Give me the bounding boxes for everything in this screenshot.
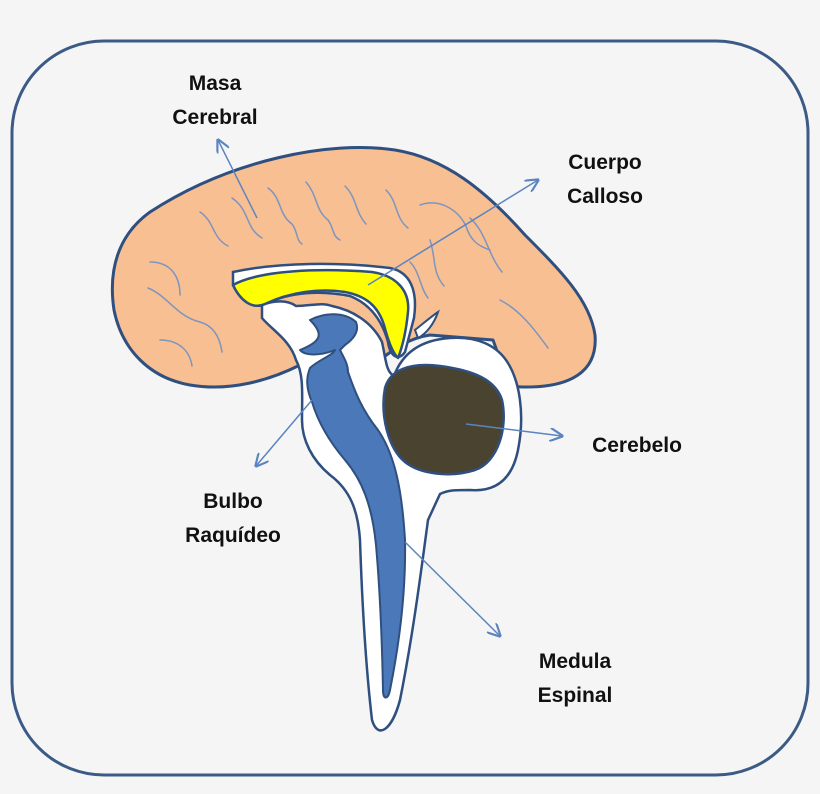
label-line: Espinal xyxy=(537,684,613,707)
label-bulbo-raquideo: Bulbo Raquídeo xyxy=(158,485,308,553)
cerebellum-shape xyxy=(382,363,505,476)
label-medula-espinal: Medula Espinal xyxy=(500,645,650,713)
arrow-bulbo-raquideo xyxy=(256,399,313,466)
label-line: Cerebelo xyxy=(592,434,682,457)
arrows xyxy=(218,140,562,636)
arrow-medula-espinal xyxy=(404,541,500,636)
label-line: Medula xyxy=(538,650,612,673)
label-line: Cuerpo xyxy=(568,151,642,174)
gyri-lines xyxy=(147,181,549,367)
label-masa-cerebral: Masa Cerebral xyxy=(140,67,290,135)
label-cuerpo-calloso: Cuerpo Calloso xyxy=(530,146,680,214)
label-line: Calloso xyxy=(567,185,643,208)
arrow-cuerpo-calloso xyxy=(367,180,538,286)
arrow-masa-cerebral xyxy=(218,140,258,219)
label-line: Bulbo xyxy=(203,490,263,513)
corpus-callosum-shape xyxy=(231,268,410,360)
fornix-sliver xyxy=(413,309,440,340)
label-cerebelo: Cerebelo xyxy=(562,429,712,463)
label-line: Masa xyxy=(188,72,242,95)
brainstem-shape xyxy=(299,313,407,699)
arrow-cerebelo xyxy=(465,423,562,436)
label-line: Cerebral xyxy=(172,106,258,129)
label-line: Raquídeo xyxy=(185,524,281,547)
